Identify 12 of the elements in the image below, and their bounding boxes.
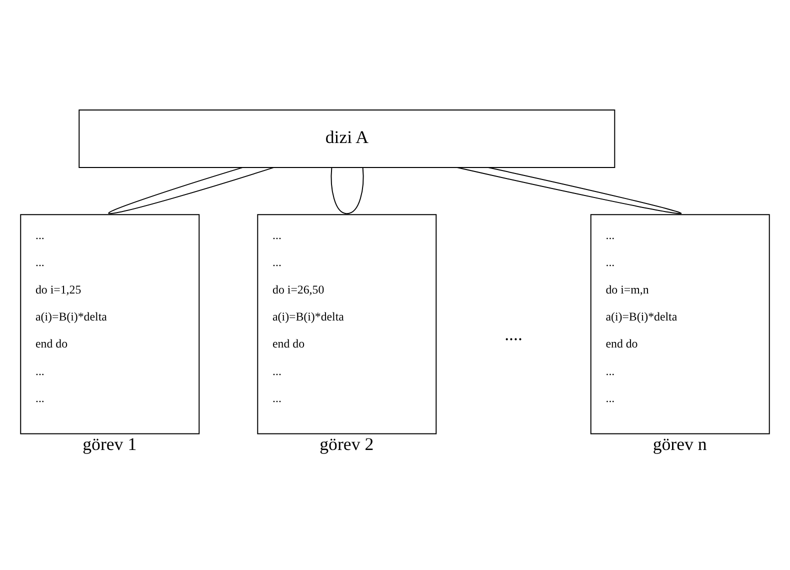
connector <box>108 166 243 214</box>
node-label: görev 1 <box>82 434 137 454</box>
connector <box>346 166 364 214</box>
node-label: görev 2 <box>320 434 374 454</box>
label: .... <box>504 323 522 344</box>
connector <box>109 166 274 214</box>
connector <box>330 166 348 214</box>
node-label: görev n <box>652 434 707 454</box>
node-box: dizi A <box>78 108 616 168</box>
node-box: ... ... do i=m,n a(i)=B(i)*delta end do ... ... <box>590 214 770 434</box>
node-box: ... ... do i=1,25 a(i)=B(i)*delta end do ... ... <box>20 214 200 434</box>
node-box: ... ... do i=26,50 a(i)=B(i)*delta end do ... ... <box>257 214 437 434</box>
